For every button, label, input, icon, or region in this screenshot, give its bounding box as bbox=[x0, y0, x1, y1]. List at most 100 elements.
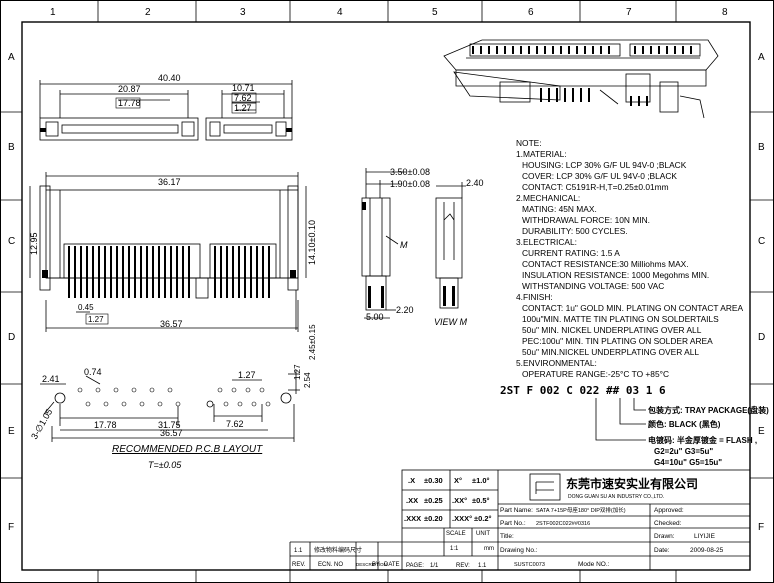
unit-value: mm bbox=[484, 546, 494, 552]
tolerance-angle-2-value: ±0.5° bbox=[472, 496, 490, 505]
zone-columns: 1 2 3 4 5 6 7 8 bbox=[50, 0, 728, 583]
dim-pcb-pin-span: 31.75 bbox=[158, 420, 181, 430]
note-line: CONTACT RESISTANCE:30 Milliohms MAX. bbox=[522, 259, 689, 269]
row-label: A bbox=[8, 52, 15, 63]
row-label: E bbox=[758, 426, 765, 437]
note-line: 50u" MIN.NICKEL UNDERPLATING OVER ALL bbox=[522, 347, 699, 357]
title-block: .X ±0.30 X° ±1.0° .XX ±0.25 .XX° ±0.5° .… bbox=[289, 469, 751, 571]
part-name-value: SATA 7+15P母座180° DIP双排(加长) bbox=[536, 506, 626, 514]
row-label: C bbox=[758, 236, 765, 247]
dim-pcb-overall: 36.57 bbox=[160, 428, 183, 438]
dim-front-tail: 2.45±0.15 bbox=[308, 324, 317, 360]
pcb-layout-tolerance: T=±0.05 bbox=[148, 460, 182, 470]
dim-pcb-row-pitch-a: 1.27 bbox=[293, 364, 302, 380]
note-line: MATING: 45N MAX. bbox=[522, 204, 597, 214]
tolerance-angle-3-value: ±0.2° bbox=[474, 514, 492, 523]
dim-side-tail: 2.20 bbox=[396, 305, 414, 315]
dim-pcb-hole: 0.74 bbox=[84, 367, 102, 377]
view-marker: M bbox=[400, 240, 408, 250]
date-label: Date: bbox=[654, 547, 670, 554]
note-line: 5.ENVIRONMENTAL: bbox=[516, 358, 597, 368]
revision-row-description: 修改物料编码尺寸 bbox=[314, 546, 362, 554]
drawn-label: Drawn: bbox=[654, 533, 675, 540]
drawn-value: LIYIJIE bbox=[694, 533, 716, 540]
note-line: 100u"MIN. MATTE TIN PLATING ON SOLDERTAI… bbox=[522, 314, 719, 324]
column-label: 3 bbox=[240, 7, 246, 18]
dim-view-m-width: 2.40 bbox=[466, 178, 484, 188]
row-label: B bbox=[8, 142, 15, 153]
dim-front-pin-width: 0.45 bbox=[78, 303, 94, 312]
approved-label: Approved: bbox=[654, 507, 684, 514]
page-label: PAGE: bbox=[406, 563, 424, 569]
note-line: INSULATION RESISTANCE: 1000 Megohms MIN. bbox=[522, 270, 709, 280]
column-label: 1 bbox=[50, 7, 56, 18]
front-view-pins bbox=[68, 246, 270, 298]
tolerance-linear-2-value: ±0.25 bbox=[424, 496, 443, 505]
scale-value: 1:1 bbox=[450, 546, 459, 552]
note-line: CONTACT: C5191R-H,T=0.25±0.01mm bbox=[522, 182, 669, 192]
top-view: 40.40 20.87 17.78 10.71 7.62 1.27 bbox=[39, 73, 293, 141]
dim-pcb-row-pitch-b: 2.54 bbox=[303, 372, 312, 388]
unit-label: UNIT bbox=[476, 531, 490, 537]
dim-front-pin-pitch: 1.27 bbox=[88, 315, 104, 324]
dim-front-length: 36.17 bbox=[158, 177, 181, 187]
dim-pcb-left-span: 17.78 bbox=[94, 420, 117, 430]
revision-header-date: DATE bbox=[384, 562, 400, 568]
row-label: F bbox=[758, 522, 764, 533]
note-line: WITHSTANDING VOLTAGE: 500 VAC bbox=[522, 281, 664, 291]
dim-front-body-height: 14.10±0.10 bbox=[307, 220, 317, 265]
note-line: 2.MECHANICAL: bbox=[516, 193, 580, 203]
pcb-layout: 2.41 0.74 1.27 1.27 2.54 3-∅1.05 17.78 7… bbox=[29, 364, 312, 470]
rev-value: 1.1 bbox=[478, 563, 487, 569]
note-line: 50u" MIN. NICKEL UNDERPLATING OVER ALL bbox=[522, 325, 702, 335]
note-line: 4.FINISH: bbox=[516, 292, 553, 302]
callout-color: 颜色: BLACK (黑色) bbox=[648, 419, 721, 429]
row-label: D bbox=[8, 332, 15, 343]
mode-no-label: Mode NO.: bbox=[578, 561, 610, 568]
checked-label: Checked: bbox=[654, 520, 682, 527]
drawing-no-value: SUSTC0073 bbox=[514, 562, 545, 568]
revision-header-rev: REV. bbox=[292, 562, 306, 568]
dim-top-right-span: 7.62 bbox=[234, 93, 252, 103]
tolerance-angle-2: .XX° bbox=[452, 496, 467, 505]
dim-pcb-mount-holes: 3-∅1.05 bbox=[29, 407, 54, 441]
dim-top-right-width: 10.71 bbox=[232, 83, 255, 93]
revision-header-by: BY bbox=[372, 562, 380, 568]
scale-label: SCALE bbox=[446, 531, 466, 537]
tolerance-linear-3-value: ±0.20 bbox=[424, 514, 443, 523]
part-no-value: 2STF002C022##0316 bbox=[536, 521, 590, 527]
note-line: PEC:100u" MIN. TIN PLATING ON SOLDER ARE… bbox=[522, 336, 713, 346]
note-line: OPERATURE RANGE:-25°C TO +85°C bbox=[522, 369, 669, 379]
front-view: 36.17 12.95 14.10±0.10 36.57 0.45 1.27 2… bbox=[29, 172, 317, 360]
dim-front-height: 12.95 bbox=[29, 232, 39, 255]
tolerance-angle-3: .XXX° bbox=[452, 514, 472, 523]
dim-top-pitch: 1.27 bbox=[234, 103, 252, 113]
callout-plating-options-b: G4=10u" G5=15u" bbox=[654, 458, 722, 467]
note-line: COVER: LCP 30% G/F UL 94V-0 ;BLACK bbox=[522, 171, 677, 181]
dim-front-pin-span: 36.57 bbox=[160, 319, 183, 329]
row-label: F bbox=[8, 522, 14, 533]
column-label: 5 bbox=[432, 7, 438, 18]
page-value: 1/1 bbox=[430, 563, 439, 569]
notes: NOTE: 1.MATERIAL: HOUSING: LCP 30% G/F U… bbox=[516, 138, 743, 379]
tolerance-linear-3: .XXX bbox=[404, 514, 421, 523]
revision-header-description: DESCRIPTION bbox=[356, 562, 387, 567]
note-line: CURRENT RATING: 1.5 A bbox=[522, 248, 620, 258]
dim-pcb-right-span: 7.62 bbox=[226, 419, 244, 429]
part-code-string: 2ST F 002 C 022 ## 03 1 6 bbox=[500, 384, 666, 397]
dim-side-wall: 1.90±0.08 bbox=[390, 179, 430, 189]
pcb-layout-title: RECOMMENDED P.C.B LAYOUT bbox=[112, 444, 263, 455]
row-label: C bbox=[8, 236, 15, 247]
note-line: 1.MATERIAL: bbox=[516, 149, 567, 159]
row-label: E bbox=[8, 426, 15, 437]
drawing-no-label: Drawing No.: bbox=[500, 547, 538, 554]
tolerance-linear-1-value: ±0.30 bbox=[424, 476, 443, 485]
column-label: 6 bbox=[528, 7, 534, 18]
title-label: Title: bbox=[500, 533, 514, 540]
callout-package: 包装方式: TRAY PACKAGE(盘装) bbox=[647, 405, 769, 415]
note-line: CONTACT: 1u" GOLD MIN. PLATING ON CONTAC… bbox=[522, 303, 743, 313]
view-m-label: VIEW M bbox=[434, 317, 468, 327]
note-line: 3.ELECTRICAL: bbox=[516, 237, 577, 247]
view-m: 2.40 VIEW M bbox=[434, 178, 484, 327]
